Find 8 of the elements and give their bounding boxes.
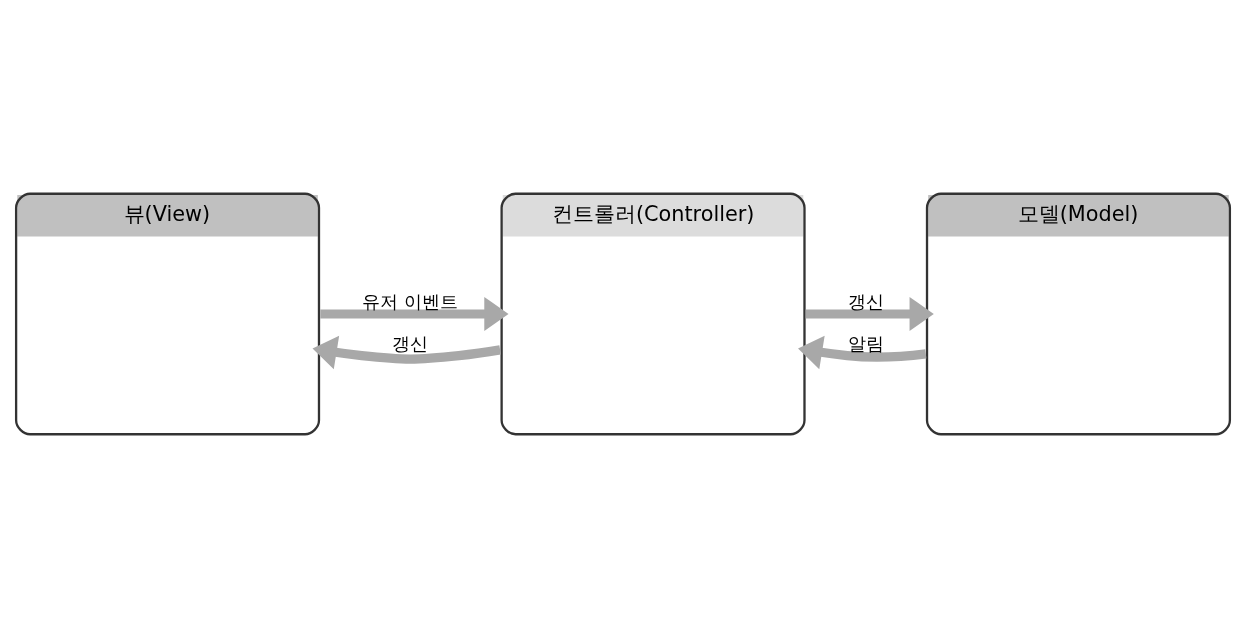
arrow [805,297,934,331]
arrow [320,297,509,331]
edge-label: 알림 [847,332,884,354]
edge-label: 갱신 [847,290,884,312]
arrow [312,335,501,370]
edge-label: 유저 이벤트 [362,290,459,312]
arrow [798,335,927,370]
edge-label: 갱신 [392,332,429,354]
